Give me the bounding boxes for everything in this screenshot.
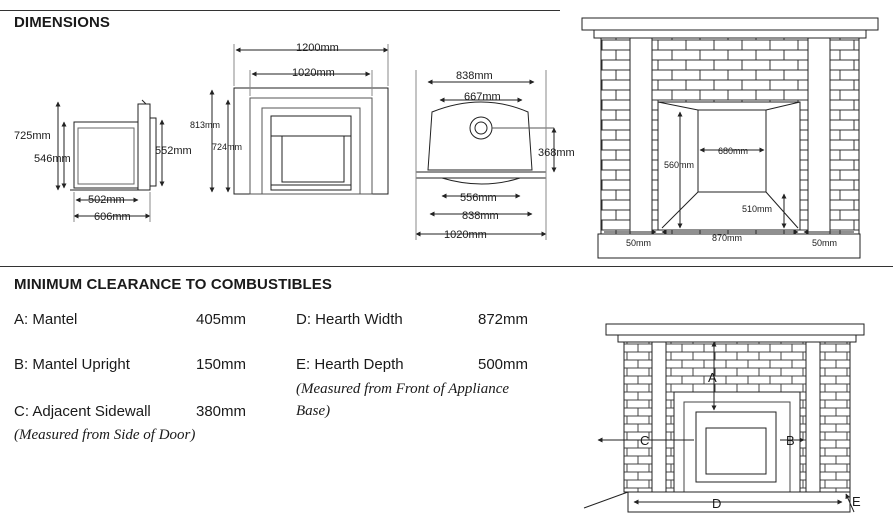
side-height-overall: 725mm [14, 130, 51, 142]
top-flue-height: 368mm [538, 147, 575, 159]
clearance-d: D: Hearth Width [296, 311, 403, 328]
clearance-c-value: 380mm [196, 403, 247, 420]
section-divider [0, 266, 893, 267]
diagram-letter-b: B [786, 433, 795, 448]
clearance-d-value: 872mm [478, 311, 529, 328]
opening-view-drawing [581, 17, 879, 259]
clearance-c: C: Adjacent Sidewall [14, 403, 151, 420]
top-width-top: 838mm [456, 70, 493, 82]
clearance-a-letter: A: [14, 311, 29, 328]
clearance-d-letter: D: [296, 311, 311, 328]
clearance-a: A: Mantel [14, 311, 77, 328]
top-width-mid: 667mm [464, 91, 501, 103]
side-depth-body: 502mm [88, 194, 125, 206]
top-width-base: 556mm [460, 192, 497, 204]
opening-height: 560mm [664, 160, 694, 170]
clearance-a-value: 405mm [196, 311, 247, 328]
clearance-b-letter: B: [14, 356, 29, 373]
opening-depth: 510mm [742, 204, 772, 214]
side-view-drawing [55, 99, 165, 222]
front-view-drawing [209, 44, 389, 195]
dimensions-title: DIMENSIONS [14, 14, 111, 31]
side-depth-overall: 606mm [94, 211, 131, 223]
clearance-b-label: Mantel Upright [32, 356, 130, 373]
clearance-e-note-line2: Base) [296, 403, 331, 419]
clearance-title: MINIMUM CLEARANCE TO COMBUSTIBLES [14, 276, 333, 293]
top-view-drawing [415, 70, 557, 240]
top-rule [0, 10, 560, 11]
top-width-overall: 1020mm [444, 229, 487, 241]
clearance-e-letter: E: [296, 356, 311, 373]
diagram-letter-a: A [708, 370, 717, 385]
clearance-d-label: Hearth Width [315, 311, 403, 328]
side-height-front: 552mm [155, 145, 192, 157]
diagram-letter-d: D [712, 496, 721, 511]
clearance-e-note-line1: (Measured from Front of Appliance [296, 381, 510, 397]
front-height-inner: 724mm [212, 142, 242, 152]
clearance-c-note: (Measured from Side of Door) [14, 427, 196, 443]
diagram-letter-c: C [640, 433, 649, 448]
clearance-c-letter: C: [14, 403, 29, 420]
clearance-diagram [583, 323, 865, 513]
diagram-letter-e: E [852, 494, 861, 509]
clearance-c-label: Adjacent Sidewall [32, 403, 151, 420]
opening-back-width: 680mm [718, 146, 748, 156]
clearance-e-value: 500mm [478, 356, 529, 373]
clearance-e: E: Hearth Depth [296, 356, 404, 373]
top-width-bottom: 838mm [462, 210, 499, 222]
clearance-b: B: Mantel Upright [14, 356, 130, 373]
clearance-e-label: Hearth Depth [314, 356, 404, 373]
front-height-surround: 813mm [190, 120, 220, 130]
clearance-b-value: 150mm [196, 356, 247, 373]
opening-right-hearth: 50mm [812, 238, 837, 248]
front-width-inner: 1020mm [292, 67, 335, 79]
side-height-body: 546mm [34, 153, 71, 165]
front-width-surround: 1200mm [296, 42, 339, 54]
clearance-a-label: Mantel [32, 311, 78, 328]
opening-front-width: 870mm [712, 233, 742, 243]
opening-left-hearth: 50mm [626, 238, 651, 248]
